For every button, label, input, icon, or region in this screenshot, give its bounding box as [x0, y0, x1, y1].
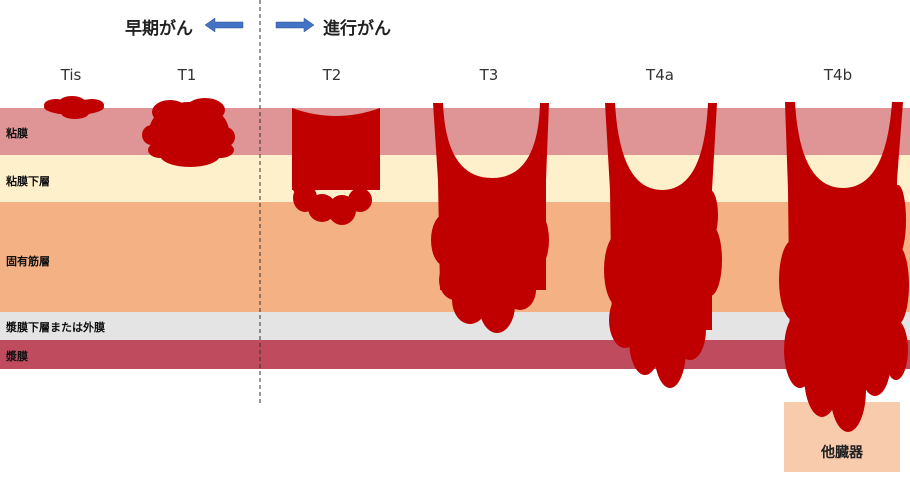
stage-label-t1: T1 — [177, 66, 197, 84]
advanced-cancer-heading: 進行がん — [323, 19, 391, 39]
tumor-t3 — [431, 103, 549, 333]
tumor-tis — [44, 96, 104, 119]
stage-label-t2: T2 — [322, 66, 342, 84]
layer-label-mucosa: 粘膜 — [6, 127, 28, 140]
tumor-t2 — [292, 108, 380, 225]
layer-label-serosa: 漿膜 — [6, 350, 28, 363]
right-arrow-icon — [275, 17, 315, 33]
stage-label-t4b: T4b — [823, 66, 853, 84]
layer-subserosa — [0, 312, 910, 340]
tumor-t1 — [142, 98, 235, 167]
layer-label-muscularis: 固有筋層 — [6, 255, 50, 268]
left-arrow-icon — [204, 17, 244, 33]
stage-label-tis: Tis — [60, 66, 82, 84]
layer-serosa — [0, 340, 910, 369]
layer-label-subserosa: 漿膜下層または外膜 — [6, 321, 105, 334]
tumor-t4b — [779, 102, 909, 432]
tumor-t4a — [604, 103, 722, 388]
stage-label-t3: T3 — [479, 66, 499, 84]
layer-label-submucosa: 粘膜下層 — [6, 175, 50, 188]
other-organ-label: 他臓器 — [821, 445, 863, 461]
early-cancer-heading: 早期がん — [125, 19, 193, 39]
stage-label-t4a: T4a — [646, 66, 674, 84]
